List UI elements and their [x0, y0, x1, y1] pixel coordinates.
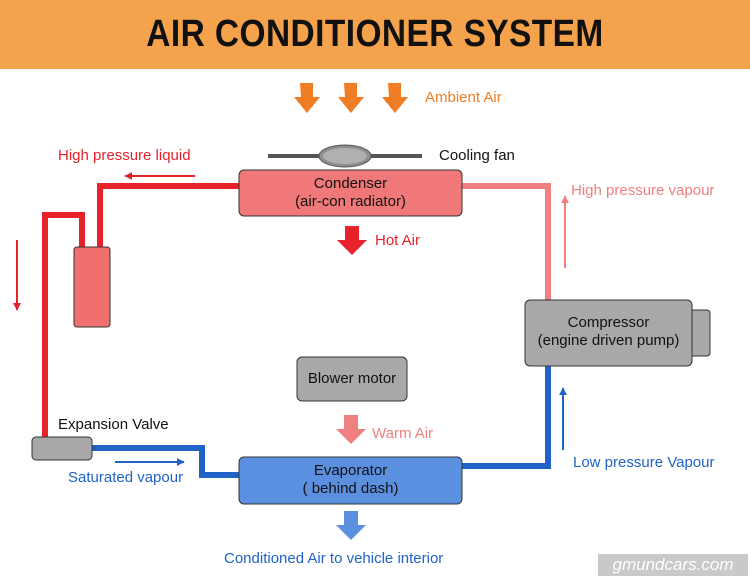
condenser-label: Condenser (air-con radiator) [239, 175, 462, 211]
condenser-box [238, 169, 463, 217]
conditioned-air-label: Conditioned Air to vehicle interior [224, 550, 444, 567]
low-pressure-vapour-label: Low pressure Vapour [573, 454, 715, 471]
high-pressure-vapour-line [462, 183, 551, 300]
blower-motor-box [296, 356, 408, 402]
warm-air-label: Warm Air [372, 425, 434, 442]
cooling-fan-icon [268, 144, 422, 168]
evaporator-label: Evaporator ( behind dash) [239, 462, 462, 498]
evaporator-subtitle: ( behind dash) [302, 480, 399, 497]
expansion-valve [31, 436, 93, 461]
condenser-name: Condenser [313, 175, 388, 192]
low-pressure-line [92, 360, 551, 478]
evaporator-box [238, 456, 463, 505]
hot-air-arrow [337, 226, 367, 255]
ambient-arrow-2 [338, 83, 364, 113]
evaporator-name: Evaporator [313, 462, 388, 479]
condenser-subtitle: (air-con radiator) [295, 193, 406, 210]
ambient-air-arrows [294, 83, 408, 113]
blower-motor-label: Blower motor [307, 370, 397, 387]
compressor-box [524, 299, 693, 367]
expansion-valve-label: Expansion Valve [58, 416, 169, 433]
title-bar [0, 0, 750, 69]
high-pressure-line [42, 183, 239, 440]
compressor-subtitle: (engine driven pump) [537, 332, 680, 349]
watermark: gmundcars.com [598, 554, 748, 576]
high-pressure-vapour-label: High pressure vapour [571, 182, 715, 199]
compressor-pulley [689, 309, 711, 357]
conditioned-air-arrow [336, 511, 366, 540]
ambient-arrow-3 [382, 83, 408, 113]
high-pressure-liquid-label: High pressure liquid [58, 147, 191, 164]
receiver-drier [73, 246, 111, 328]
diagram-title: AIR CONDITIONER SYSTEM [146, 13, 604, 55]
warm-air-arrow [336, 415, 366, 444]
ambient-air-label: Ambient Air [425, 89, 502, 106]
hot-air-label: Hot Air [375, 232, 421, 249]
compressor-name: Compressor [567, 314, 650, 331]
ambient-arrow-1 [294, 83, 320, 113]
saturated-vapour-label: Saturated vapour [68, 469, 184, 486]
cooling-fan-label: Cooling fan [439, 147, 515, 164]
compressor-label: Compressor (engine driven pump) [525, 314, 692, 350]
